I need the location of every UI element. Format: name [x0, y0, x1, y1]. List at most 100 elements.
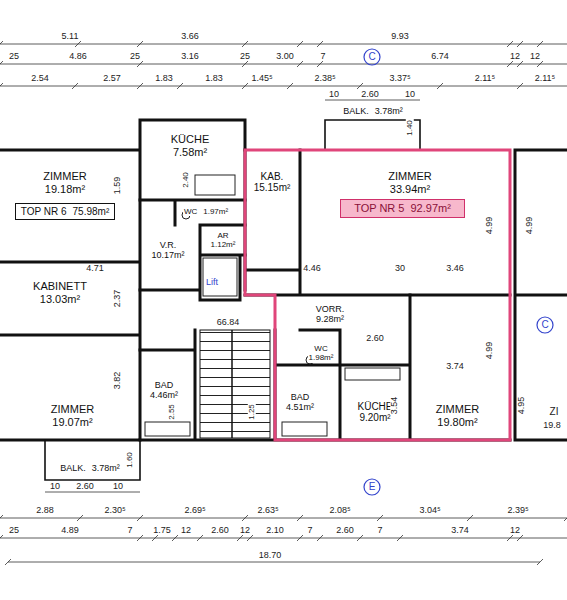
room-name: KÜCHE — [356, 401, 393, 412]
dimension-tick — [137, 535, 143, 541]
dimension-tick — [357, 535, 363, 541]
dimension-label: 2.57 — [102, 74, 122, 83]
dimension-label: 2.60 — [75, 482, 95, 491]
dimension-label: 3.74 — [450, 526, 470, 535]
dimension-label: 2.40 — [182, 171, 190, 189]
dimension-tick — [317, 41, 323, 47]
dimension-label: 4.46 — [302, 264, 322, 273]
room-name: ZIMMER — [387, 170, 432, 182]
dimension-label: 2.60 — [335, 526, 355, 535]
dimension-label: 2.10 — [265, 526, 285, 535]
room-label: ZIMMER19.07m² — [15, 398, 130, 433]
dimension-tick — [242, 83, 248, 89]
dimension-label: 4.95 — [518, 395, 527, 415]
room-name: BAD — [154, 381, 175, 391]
dimension-tick — [467, 515, 473, 521]
room-label: V.R.10.17m² — [142, 236, 194, 266]
dimension-tick — [437, 83, 443, 89]
room-name: BALK. — [342, 107, 370, 117]
dimension-label: 1.83 — [154, 74, 174, 83]
dimension-tick — [247, 535, 253, 541]
dimension-tick — [287, 83, 293, 89]
dimension-tick — [77, 515, 83, 521]
dimension-label: 7 — [126, 526, 133, 535]
room-label: TOP NR 592.97m² — [340, 199, 465, 218]
dimension-tick — [507, 535, 513, 541]
dimension-label: 3.82 — [114, 370, 123, 390]
dimension-label: C — [540, 320, 549, 330]
dimension-tick — [517, 61, 523, 67]
room-area: 19.07m² — [51, 416, 93, 428]
dimension-tick — [517, 535, 523, 541]
dimension-tick — [5, 559, 11, 565]
dimension-label: 6.74 — [430, 52, 450, 61]
room-label: TOP NR 675.98m² — [15, 203, 115, 220]
room-area: 75.98m² — [72, 206, 111, 217]
dimension-tick — [537, 41, 543, 47]
walls — [0, 120, 567, 480]
room-label: KABINETT13.03m² — [5, 275, 115, 310]
room-area: 4.51m² — [285, 403, 315, 413]
room-label: VORR.9.28m² — [300, 300, 360, 330]
dimension-label: 2.11⁵ — [474, 74, 497, 83]
dimension-label: 2.08⁵ — [328, 506, 351, 515]
room-name: KAB. — [260, 171, 285, 182]
dimension-label: 2.37 — [114, 288, 123, 308]
dimension-label: 7 — [306, 526, 313, 535]
dimension-tick — [0, 61, 3, 67]
dimension-tick — [0, 535, 3, 541]
room-name: VORR. — [315, 305, 346, 315]
room-label: KAB.15.15m² — [248, 163, 296, 201]
dimension-tick — [137, 515, 143, 521]
dimension-tick — [197, 535, 203, 541]
dimension-tick — [0, 83, 3, 89]
dimension-label: 3.04⁵ — [418, 506, 441, 515]
dimension-label: 4.86 — [68, 52, 88, 61]
dimension-label: 4.89 — [60, 526, 80, 535]
dimension-tick — [357, 83, 363, 89]
room-name: ZIMMER — [435, 403, 480, 415]
room-label: BALK.3.78m² — [45, 462, 135, 476]
room-name: BALK. — [59, 464, 87, 474]
dimension-label: ZI — [549, 407, 560, 417]
room-area: 4.46m² — [149, 391, 179, 401]
dimension-label: 12 — [509, 52, 521, 61]
room-area: 3.78m² — [374, 107, 404, 117]
room-label: BAD4.51m² — [279, 388, 321, 418]
dimension-tick — [242, 41, 248, 47]
dimension-label: 1.45⁵ — [250, 74, 273, 83]
dimension-tick — [237, 535, 243, 541]
dimension-tick — [317, 61, 323, 67]
dimension-tick — [297, 61, 303, 67]
dimension-label: 2.54 — [30, 74, 50, 83]
dimension-label: 10 — [328, 90, 340, 99]
dimension-label: 10 — [112, 482, 124, 491]
dimension-label: 3.37⁵ — [388, 74, 411, 83]
dimension-label: 3.00 — [275, 52, 295, 61]
dimension-label: 66.84 — [216, 318, 241, 327]
dimension-label: 25 — [129, 52, 141, 61]
dimension-label: 1.75 — [152, 526, 172, 535]
dimension-tick — [172, 535, 178, 541]
dimension-label: 2.63⁵ — [256, 506, 279, 515]
dimension-tick — [0, 515, 3, 521]
room-area: 10.17m² — [150, 251, 185, 261]
dimension-tick — [297, 515, 303, 521]
room-name: BAD — [290, 393, 311, 403]
dimension-tick — [517, 41, 523, 47]
room-area: 1.98m² — [308, 354, 335, 363]
dimension-tick — [72, 83, 78, 89]
room-label: BAD4.46m² — [142, 376, 186, 406]
room-area: 7.58m² — [172, 146, 208, 158]
dimension-tick — [377, 515, 383, 521]
dimension-lines — [0, 44, 567, 562]
dimension-tick — [297, 41, 303, 47]
dimension-tick — [75, 41, 81, 47]
dimension-label: 1.25 — [248, 403, 256, 421]
room-label: AR1.12m² — [203, 230, 243, 252]
dimension-label: 1.60 — [126, 451, 134, 469]
room-area: 15.15m² — [253, 182, 292, 193]
room-name: KÜCHE — [170, 133, 211, 145]
dimension-tick — [137, 83, 143, 89]
